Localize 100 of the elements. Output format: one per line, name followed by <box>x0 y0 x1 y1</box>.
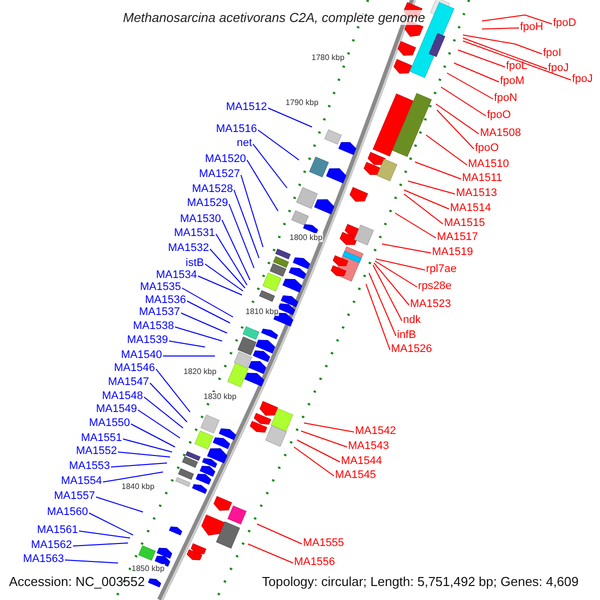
leader-line <box>268 108 312 128</box>
gene-label: MA1527 <box>199 168 240 181</box>
leader-line <box>408 180 456 194</box>
position-tick-label: 1780 kbp <box>310 53 346 62</box>
leader-line <box>210 248 246 288</box>
position-tick-label: 1800 kbp <box>288 233 324 242</box>
leader-line <box>300 430 348 448</box>
leader-line <box>204 264 244 292</box>
leader-line <box>374 260 418 288</box>
gene-label: MA1508 <box>480 127 521 140</box>
leader-line <box>150 382 188 422</box>
leader-line <box>122 438 172 452</box>
leader-line <box>376 258 426 270</box>
gene-label: fpoJ <box>572 73 593 86</box>
gene-label: istB <box>186 257 204 270</box>
leader-line <box>248 544 294 564</box>
footer-text: Topology: circular; Length: 5,751,492 bp; Genes: 4,609 <box>262 574 579 589</box>
position-tick-label: 1820 kbp <box>182 367 218 376</box>
leader-line <box>252 144 288 188</box>
leader-line <box>462 34 542 54</box>
gene-label: MA1543 <box>348 440 389 453</box>
leader-line <box>440 86 486 116</box>
gene-label: MA1552 <box>76 445 117 458</box>
leader-line <box>228 204 254 268</box>
gene-label: MA1551 <box>81 432 122 445</box>
leader-line <box>130 424 176 448</box>
gene-label: MA1557 <box>54 490 95 503</box>
gene-label: rps28e <box>418 280 452 293</box>
gene-label: MA1535 <box>140 281 181 294</box>
leader-line <box>458 50 506 68</box>
leader-line <box>246 160 278 212</box>
position-tick-label: 1850 kbp <box>130 564 166 573</box>
gene-label: fpoD <box>553 17 576 30</box>
gene-label: MA1532 <box>168 242 209 255</box>
gene-label: MA1563 <box>23 553 64 566</box>
gene-label: MA1519 <box>432 246 473 259</box>
leader-line <box>240 174 264 248</box>
leader-line <box>294 446 334 476</box>
gene-label: MA1511 <box>462 172 502 185</box>
chart-title: Methanosarcina acetivorans C2A, complete genome <box>123 10 426 25</box>
leader-line <box>382 244 432 254</box>
leader-line <box>296 440 340 462</box>
gene-label: MA1528 <box>192 183 233 196</box>
leader-line <box>234 190 260 258</box>
gene-label: MA1540 <box>121 349 162 362</box>
gene-label: fpoI <box>543 47 562 60</box>
leader-line <box>88 512 134 536</box>
leader-line <box>174 326 222 342</box>
gene-label: MA1561 <box>37 524 78 537</box>
leader-line <box>436 104 480 134</box>
gene-label: infB <box>397 329 416 342</box>
leader-line <box>102 472 164 482</box>
gene-label: MA1516 <box>216 123 257 136</box>
gene-label: MA1548 <box>102 390 143 403</box>
gene-label: MA1515 <box>444 217 485 230</box>
leader-line <box>110 462 168 468</box>
gene-label: MA1510 <box>468 158 509 171</box>
gene-label: MA1562 <box>31 539 72 552</box>
leader-line <box>144 396 184 428</box>
gene-label: MA1545 <box>335 469 376 482</box>
leader-line <box>256 524 302 544</box>
leader-line <box>182 288 234 318</box>
gene-label: fpoH <box>520 21 544 34</box>
leader-line <box>454 62 500 82</box>
gene-label: MA1560 <box>47 506 88 519</box>
gene-label: MA1556 <box>294 556 335 569</box>
leader-line <box>72 542 128 546</box>
leader-line <box>482 28 520 30</box>
gene-label: MA1547 <box>108 376 149 389</box>
gene-label: fpoN <box>494 92 518 105</box>
leader-line <box>198 276 242 296</box>
leader-line <box>156 368 190 412</box>
leader-line <box>180 312 228 334</box>
gene-label: MA1539 <box>127 334 168 347</box>
leader-line <box>482 14 552 24</box>
leader-line <box>168 340 206 348</box>
leader-line <box>222 220 250 280</box>
leader-line <box>96 496 144 512</box>
leader-line <box>258 130 300 160</box>
gene-label: MA1550 <box>89 417 130 430</box>
gene-label: MA1523 <box>410 298 451 311</box>
leader-line <box>404 190 450 210</box>
leader-line <box>216 234 248 286</box>
gene-label: MA1544 <box>341 455 382 468</box>
gene-label: MA1538 <box>133 320 174 333</box>
gene-label: MA1526 <box>391 343 432 356</box>
gene-label: MA1529 <box>187 197 228 210</box>
gene-label: fpoJ <box>548 62 569 75</box>
leader-line <box>394 212 436 238</box>
position-tick-label: 1840 kbp <box>120 482 156 491</box>
gene-label: fpoO <box>487 109 511 122</box>
gene-label: MA1554 <box>61 475 102 488</box>
position-tick-label: 1830 kbp <box>202 392 238 401</box>
gene-label: fpoO <box>475 142 499 155</box>
position-tick-label: 1790 kbp <box>284 98 320 107</box>
gene-label: fpoM <box>500 75 524 88</box>
leader-line <box>78 530 130 538</box>
leader-line <box>368 272 396 336</box>
leader-line <box>462 38 548 70</box>
leader-line <box>366 284 390 350</box>
